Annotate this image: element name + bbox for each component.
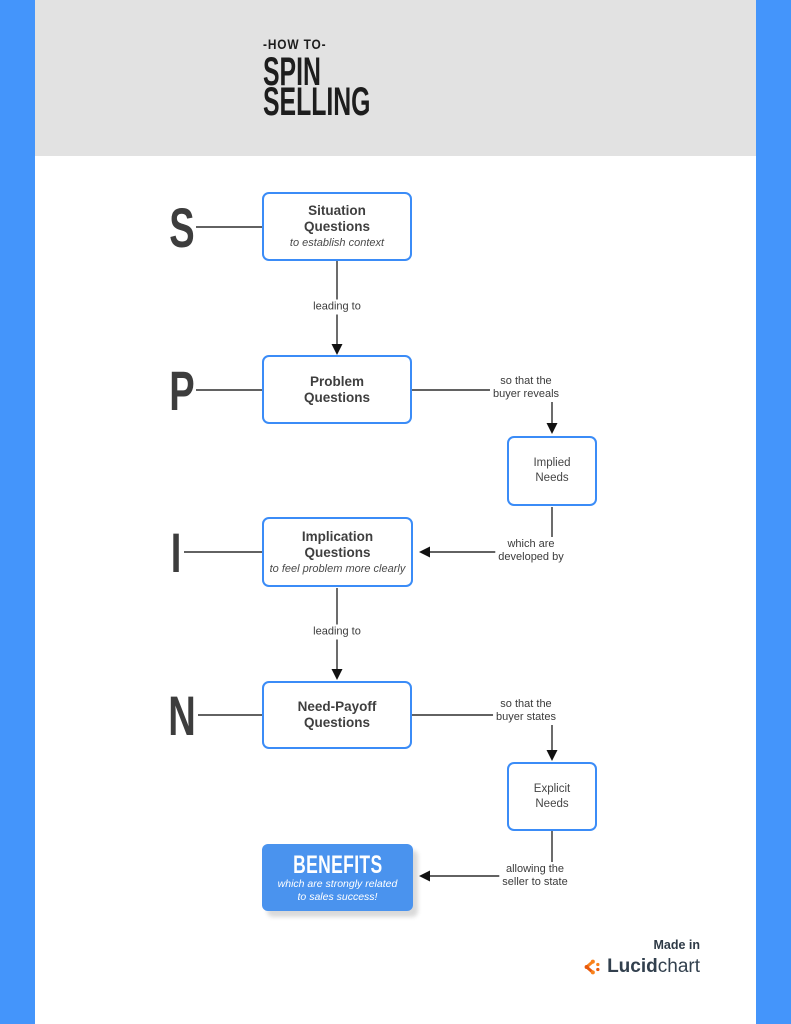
problem-line2: Questions <box>303 389 370 405</box>
edge-label-leading-to-1: leading to <box>310 299 364 315</box>
benefits-subtitle-line1: which are strongly related <box>277 877 398 890</box>
implication-subtitle: to feel problem more clearly <box>269 562 406 575</box>
situation-questions-box: Situation Questions to establish context <box>262 192 412 261</box>
explicit-needs-box: Explicit Needs <box>507 762 597 831</box>
buyer-states-line2: buyer states <box>496 711 556 723</box>
lucidchart-logo-icon <box>584 959 600 975</box>
title-line-1: SPIN <box>263 50 321 94</box>
need-payoff-line2: Questions <box>303 715 370 730</box>
letter-i: I <box>170 520 182 584</box>
edge-label-developed-by: which are developed by <box>495 537 567 565</box>
brand-bold: Lucid <box>607 956 658 977</box>
lucidchart-brand: Lucidchart <box>582 956 700 978</box>
need-payoff-line1: Need-Payoff <box>297 699 377 714</box>
buyer-reveals-line1: so that the <box>500 375 552 387</box>
problem-line1: Problem <box>309 373 364 389</box>
implied-line2: Needs <box>535 472 569 484</box>
problem-questions-box: Problem Questions <box>262 355 412 424</box>
page-title: SPIN SELLING <box>263 50 371 124</box>
implication-line2: Questions <box>304 544 371 560</box>
header-kicker: -HOW TO- <box>263 36 327 52</box>
need-payoff-questions-box: Need-Payoff Questions <box>262 681 412 749</box>
situation-subtitle: to establish context <box>289 237 385 249</box>
letter-p: P <box>169 358 195 422</box>
letter-s: S <box>169 195 195 259</box>
buyer-states-line1: so that the <box>500 698 552 710</box>
seller-state-line2: seller to state <box>502 876 568 888</box>
frame-right-border <box>756 0 791 1024</box>
situation-line1: Situation <box>308 203 366 218</box>
brand-regular: chart <box>657 956 700 977</box>
title-line-2: SELLING <box>263 80 371 124</box>
made-in-label: Made in <box>653 938 700 952</box>
letter-n: N <box>168 683 196 747</box>
footer: Made in Lucidchart <box>582 938 700 978</box>
situation-line2: Questions <box>303 219 370 234</box>
implication-questions-box: Implication Questions to feel problem mo… <box>262 517 413 587</box>
implication-line1: Implication <box>301 528 374 544</box>
edge-label-buyer-states: so that the buyer states <box>493 697 559 725</box>
frame-left-border <box>0 0 35 1024</box>
benefits-title: BENEFITS <box>292 850 383 879</box>
header: -HOW TO- SPIN SELLING <box>263 36 436 124</box>
implied-needs-box: Implied Needs <box>507 436 597 506</box>
explicit-line1: Explicit <box>533 782 571 795</box>
header-band <box>35 0 756 156</box>
developed-by-line2: developed by <box>498 551 564 563</box>
lucidchart-wordmark: Lucidchart <box>607 956 700 978</box>
benefits-box: BENEFITS which are strongly related to s… <box>262 844 413 911</box>
implied-line1: Implied <box>533 457 571 469</box>
edge-label-buyer-reveals: so that the buyer reveals <box>489 374 563 402</box>
buyer-reveals-line2: buyer reveals <box>492 388 560 400</box>
edge-label-leading-to-2: leading to <box>310 624 364 640</box>
edge-label-seller-to-state: allowing the seller to state <box>499 862 571 890</box>
explicit-line2: Needs <box>535 797 569 810</box>
seller-state-line1: allowing the <box>505 863 565 875</box>
benefits-subtitle-line2: to sales success! <box>297 890 378 903</box>
developed-by-line1: which are <box>507 538 555 550</box>
